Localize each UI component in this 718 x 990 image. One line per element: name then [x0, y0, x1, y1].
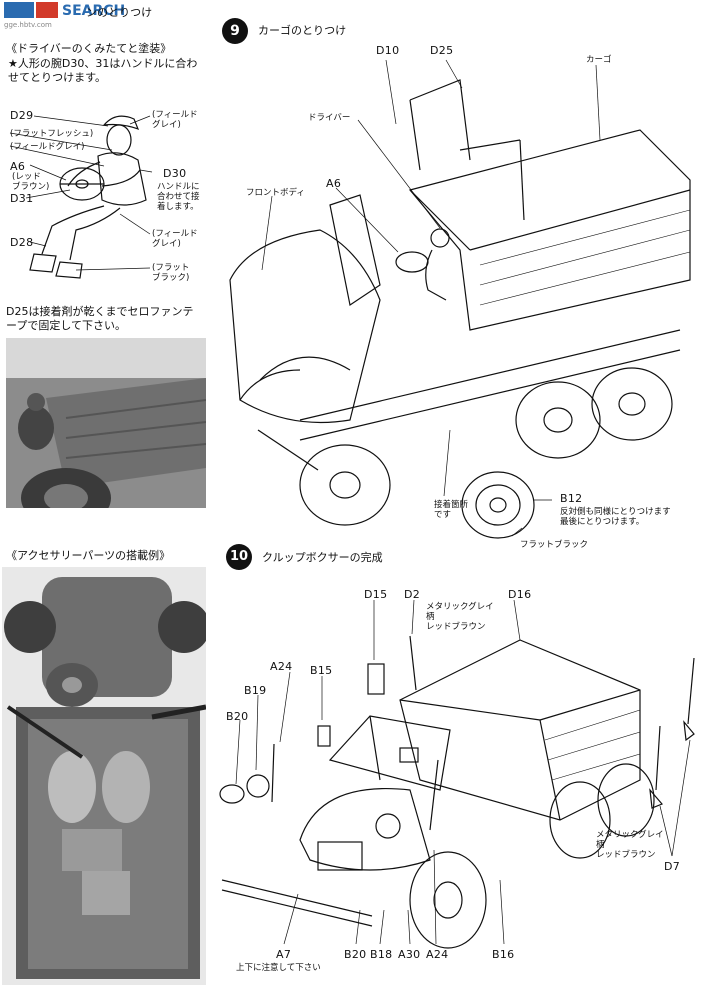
color-field-gray-2: (フィールドグレイ): [10, 142, 85, 152]
label-glue-point: 接着箇所 です: [434, 500, 469, 520]
a7-orientation-note: 上下に注意して下さい: [236, 963, 321, 973]
label-a24-bottom: A24: [426, 948, 449, 961]
step-10-badge: 10: [226, 544, 252, 570]
color-field-gray-3: (フィールド グレイ): [152, 229, 198, 249]
label-metallic-gray-top: メタリックグレイ 柄 レッドブラウン: [426, 602, 494, 632]
step-9-title: カーゴのとりつけ: [258, 24, 347, 37]
callout-d31: D31: [10, 192, 34, 205]
label-flat-black: フラットブラック: [520, 540, 589, 550]
step-9-assembly-diagram: [229, 59, 691, 539]
callout-d30: D30: [163, 167, 187, 180]
watermark: SEARCH gge.hbtv.com: [0, 0, 160, 30]
label-b19: B19: [244, 684, 267, 697]
step-9-badge: 9: [222, 18, 248, 44]
step-10-title: クルップボクサーの完成: [262, 551, 383, 564]
label-a7: A7: [276, 948, 292, 961]
accessory-top-view-photo: [2, 567, 206, 985]
driver-figure-diagram: [9, 115, 153, 279]
d25-note-line2: ープで固定して下さい。: [6, 319, 127, 332]
label-metallic-gray-bottom: メタリックグレイ 柄 レッドブラウン: [596, 830, 664, 860]
label-a24-top: A24: [270, 660, 293, 673]
label-front-body: フロントボディ: [246, 188, 305, 198]
label-d25: D25: [430, 44, 454, 57]
label-driver: ドライバー: [308, 113, 351, 123]
label-d10: D10: [376, 44, 400, 57]
label-b20-top: B20: [226, 710, 249, 723]
b12-attach-note: 反対側も同様にとりつけます 最後にとりつけます。: [560, 507, 671, 527]
label-d7: D7: [664, 860, 681, 873]
driver-note-line1: ★人形の腕D30、31はハンドルに合わ: [8, 57, 198, 70]
d25-note-line1: D25は接着剤が乾くまでセロファンテ: [6, 305, 194, 318]
color-field-gray-1: (フィールド グレイ): [152, 110, 198, 130]
color-flat-black: (フラット ブラック): [152, 263, 190, 283]
partial-step-title: ンのとりつけ: [86, 6, 153, 19]
label-a6: A6: [326, 177, 342, 190]
color-flat-flesh: (フラットフレッシュ): [10, 129, 94, 139]
svg-text:gge.hbtv.com: gge.hbtv.com: [4, 21, 52, 29]
accessory-heading: 《アクセサリーパーツの搭載例》: [6, 549, 171, 562]
svg-text:SEARCH: SEARCH: [62, 3, 125, 19]
label-a30: A30: [398, 948, 421, 961]
label-b15: B15: [310, 664, 333, 677]
callout-d28: D28: [10, 236, 34, 249]
d30-attach-note: ハンドルに 合わせて接 着します。: [157, 182, 200, 212]
label-b16: B16: [492, 948, 515, 961]
label-d15: D15: [364, 588, 388, 601]
label-b20-bottom: B20: [344, 948, 367, 961]
label-d16: D16: [508, 588, 532, 601]
callout-d29: D29: [10, 109, 34, 122]
color-red-brown: (レッド ブラウン): [12, 172, 50, 192]
label-b18: B18: [370, 948, 393, 961]
label-cargo: カーゴ: [586, 55, 612, 65]
cargo-photo: [6, 338, 206, 508]
driver-heading: 《ドライバーのくみたてと塗装》: [6, 42, 172, 55]
driver-note-line2: せてとりつけます。: [8, 71, 107, 84]
label-d2: D2: [404, 588, 421, 601]
callout-a6: A6: [10, 160, 26, 173]
label-b12: B12: [560, 492, 583, 505]
